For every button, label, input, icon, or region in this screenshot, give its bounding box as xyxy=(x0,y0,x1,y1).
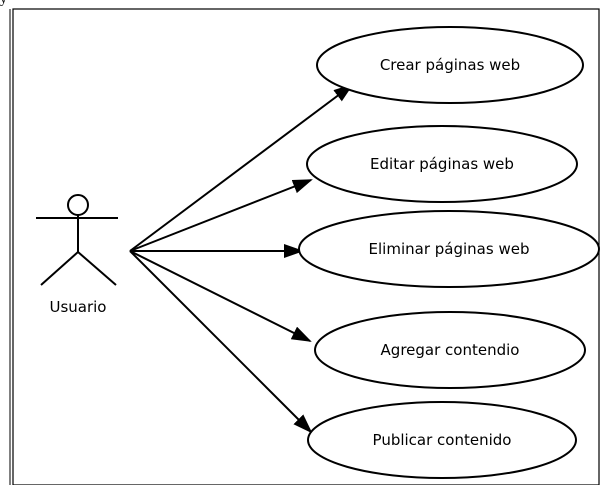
actor-label: Usuario xyxy=(49,298,106,316)
association-arrow xyxy=(129,250,313,434)
use-case-ellipse xyxy=(307,401,577,479)
use-case-label: Editar páginas web xyxy=(370,155,514,173)
use-case: Agregar contendio xyxy=(314,311,586,389)
use-case-ellipse xyxy=(298,210,600,288)
actor-head xyxy=(67,194,89,216)
use-case-label: Publicar contenido xyxy=(373,431,512,449)
use-case: Editar páginas web xyxy=(306,125,578,203)
caption-fragment: y xyxy=(0,0,7,8)
use-case-label: Crear páginas web xyxy=(380,56,520,74)
use-case-label: Eliminar páginas web xyxy=(369,240,530,258)
associations xyxy=(129,83,354,434)
use-case: Eliminar páginas web xyxy=(298,210,600,288)
actor-right-leg xyxy=(77,251,117,286)
actor-figure xyxy=(36,194,118,286)
use-case: Publicar contenido xyxy=(307,401,577,479)
use-case-label: Agregar contendio xyxy=(381,341,520,359)
use-case-ellipse xyxy=(316,26,584,104)
association-arrow xyxy=(129,83,354,252)
use-case-ellipse xyxy=(306,125,578,203)
use-case: Crear páginas web xyxy=(316,26,584,104)
association-arrow xyxy=(129,250,312,342)
use-case-ellipse xyxy=(314,311,586,389)
actor-left-leg xyxy=(40,251,79,286)
association-arrow xyxy=(129,179,313,252)
